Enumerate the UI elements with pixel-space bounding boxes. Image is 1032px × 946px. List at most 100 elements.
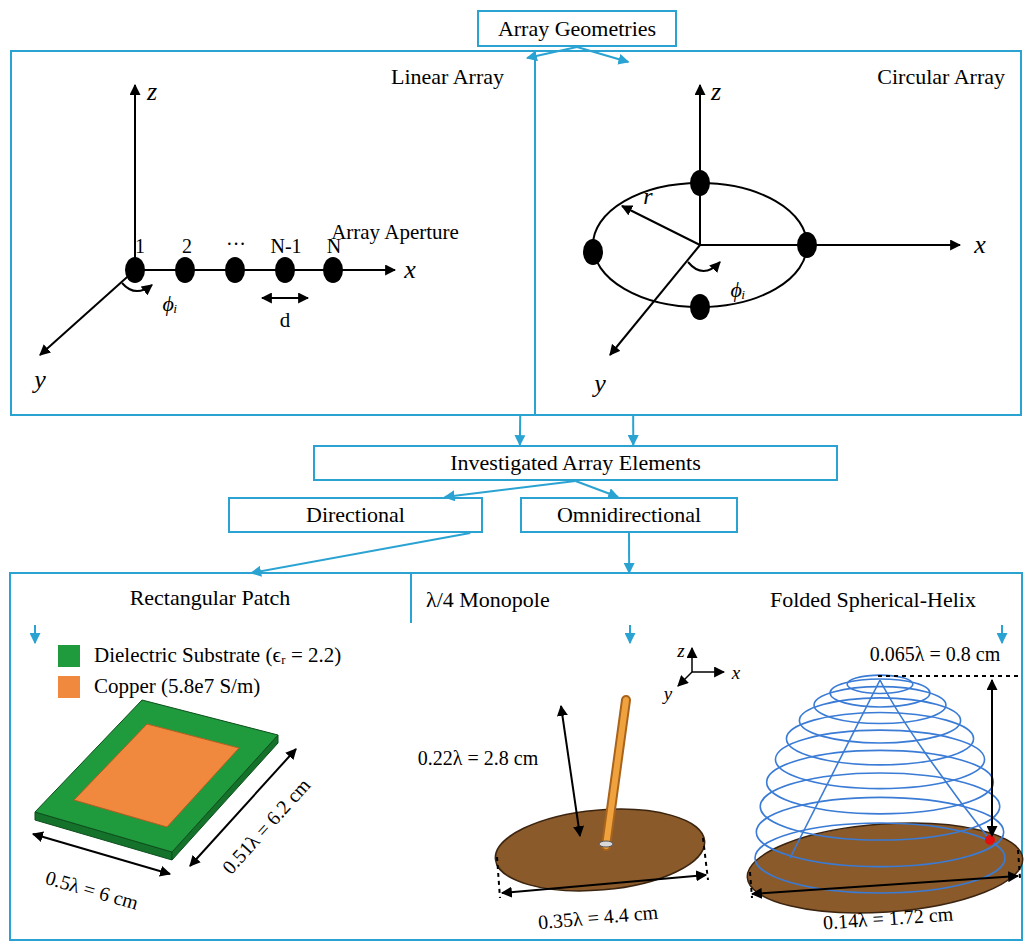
axis-label: y [664, 684, 672, 703]
axis-label: y [34, 367, 46, 393]
illustration-stroke [35, 625, 1002, 643]
illustration-stroke [35, 700, 278, 852]
illustration-stroke [797, 232, 817, 258]
illustration-stroke [606, 700, 626, 846]
axis-label: Array Aperture [331, 222, 459, 243]
illustration-stroke [878, 675, 1018, 677]
illustration-stroke [502, 875, 706, 893]
illustration-stroke [125, 257, 145, 283]
illustration-stroke [700, 244, 960, 246]
illustration-stroke [583, 170, 817, 320]
helix-turn [767, 750, 994, 813]
helix-turn [880, 680, 990, 840]
illustration-stroke [703, 838, 708, 880]
illustration-stroke [497, 648, 724, 898]
legend-text: Copper (5.8e7 S/m) [94, 674, 260, 699]
illustration-stroke [262, 297, 308, 299]
box-label: Directional [306, 502, 405, 528]
illustration-stroke [750, 676, 1020, 898]
illustration-stroke [610, 245, 700, 355]
illustration-stroke [323, 257, 343, 283]
axis-label: z [677, 641, 684, 660]
illustration-stroke [33, 749, 296, 874]
illustration-stroke [275, 257, 295, 283]
illustration-stroke [991, 680, 993, 836]
process-box: Investigated Array Elements [313, 445, 838, 481]
illustration-stroke [40, 85, 395, 355]
illustration-stroke [34, 625, 36, 643]
illustration-stroke [750, 872, 752, 898]
illustration-stroke [690, 170, 710, 196]
helix-turn [755, 823, 1005, 893]
illustration-stroke [497, 857, 500, 898]
axis-label: x [732, 663, 740, 682]
element-index: 1 [135, 236, 145, 256]
axis-label: ϕᵢ [163, 293, 178, 315]
illustration-stroke [755, 675, 1005, 893]
illustration-stroke [688, 262, 720, 271]
illustration-stroke [629, 625, 631, 643]
helix-turn [786, 712, 973, 764]
flow-arrow [628, 533, 630, 573]
flow-arrow [632, 416, 634, 445]
illustration-stroke [699, 85, 701, 245]
element-index: ··· [226, 234, 246, 254]
box-label: Rectangular Patch [130, 585, 291, 611]
illustration-stroke [985, 835, 995, 845]
axis-label: x [404, 257, 416, 283]
illustration-stroke [583, 239, 603, 265]
flow-arrow [576, 481, 619, 497]
element-header-cell: λ/4 Monopole Folded Spherical-Helix [412, 573, 1022, 623]
panel-heading: Linear Array [391, 64, 504, 90]
helix-turn [799, 698, 960, 743]
axis-label: r [643, 184, 652, 208]
illustration-stroke [135, 269, 395, 271]
element-index: N-1 [270, 236, 301, 256]
illustration-stroke [599, 841, 613, 847]
panel-heading: Folded Spherical-Helix [770, 587, 976, 613]
flow-arrow [519, 416, 521, 445]
illustration-stroke [744, 814, 1025, 921]
illustration-stroke [678, 672, 692, 686]
element-header-cell: Rectangular Patch [10, 573, 412, 623]
axis-label: x [974, 232, 986, 258]
illustration-stroke [622, 206, 700, 245]
illustration-stroke [606, 700, 626, 846]
legend-swatch [58, 645, 80, 667]
legend-row: Copper (5.8e7 S/m) [58, 674, 260, 699]
illustration-stroke [492, 801, 708, 899]
helix-turn [775, 730, 984, 789]
process-box: Omnidirectional [520, 497, 738, 533]
illustration-stroke [40, 270, 135, 355]
illustration-stroke [593, 85, 960, 355]
illustration-stroke [225, 257, 245, 283]
illustration-stroke [744, 814, 1025, 921]
illustration-stroke [122, 283, 152, 291]
illustration-stroke [492, 801, 708, 899]
illustration-stroke [175, 257, 195, 283]
illustration-stroke [125, 257, 343, 283]
illustration-stroke [74, 724, 239, 827]
box-label: Omnidirectional [557, 502, 701, 528]
axis-label: d [280, 310, 291, 331]
helix-turn [847, 675, 913, 693]
dimension-label: 0.22λ = 2.8 cm [418, 748, 538, 768]
legend-row: Dielectric Substrate (ϵᵣ = 2.2) [58, 643, 341, 668]
box-label: Array Geometries [498, 16, 656, 42]
panel-heading: Circular Array [877, 64, 1005, 90]
legend-swatch [58, 676, 80, 698]
illustration-stroke [561, 706, 580, 836]
illustration-stroke [692, 671, 724, 673]
illustration-stroke [752, 876, 1018, 894]
box-label: Investigated Array Elements [450, 450, 700, 476]
illustration-stroke [1001, 625, 1003, 643]
panel-heading: λ/4 Monopole [426, 587, 550, 613]
helix-turn [790, 680, 880, 858]
illustration-stroke [690, 294, 710, 320]
dimension-label: 0.065λ = 0.8 cm [870, 644, 1000, 664]
axis-label: ϕᵢ [731, 279, 746, 301]
helix-turn [814, 687, 946, 724]
axis-label: y [594, 371, 606, 397]
helix-turn [756, 797, 1003, 866]
